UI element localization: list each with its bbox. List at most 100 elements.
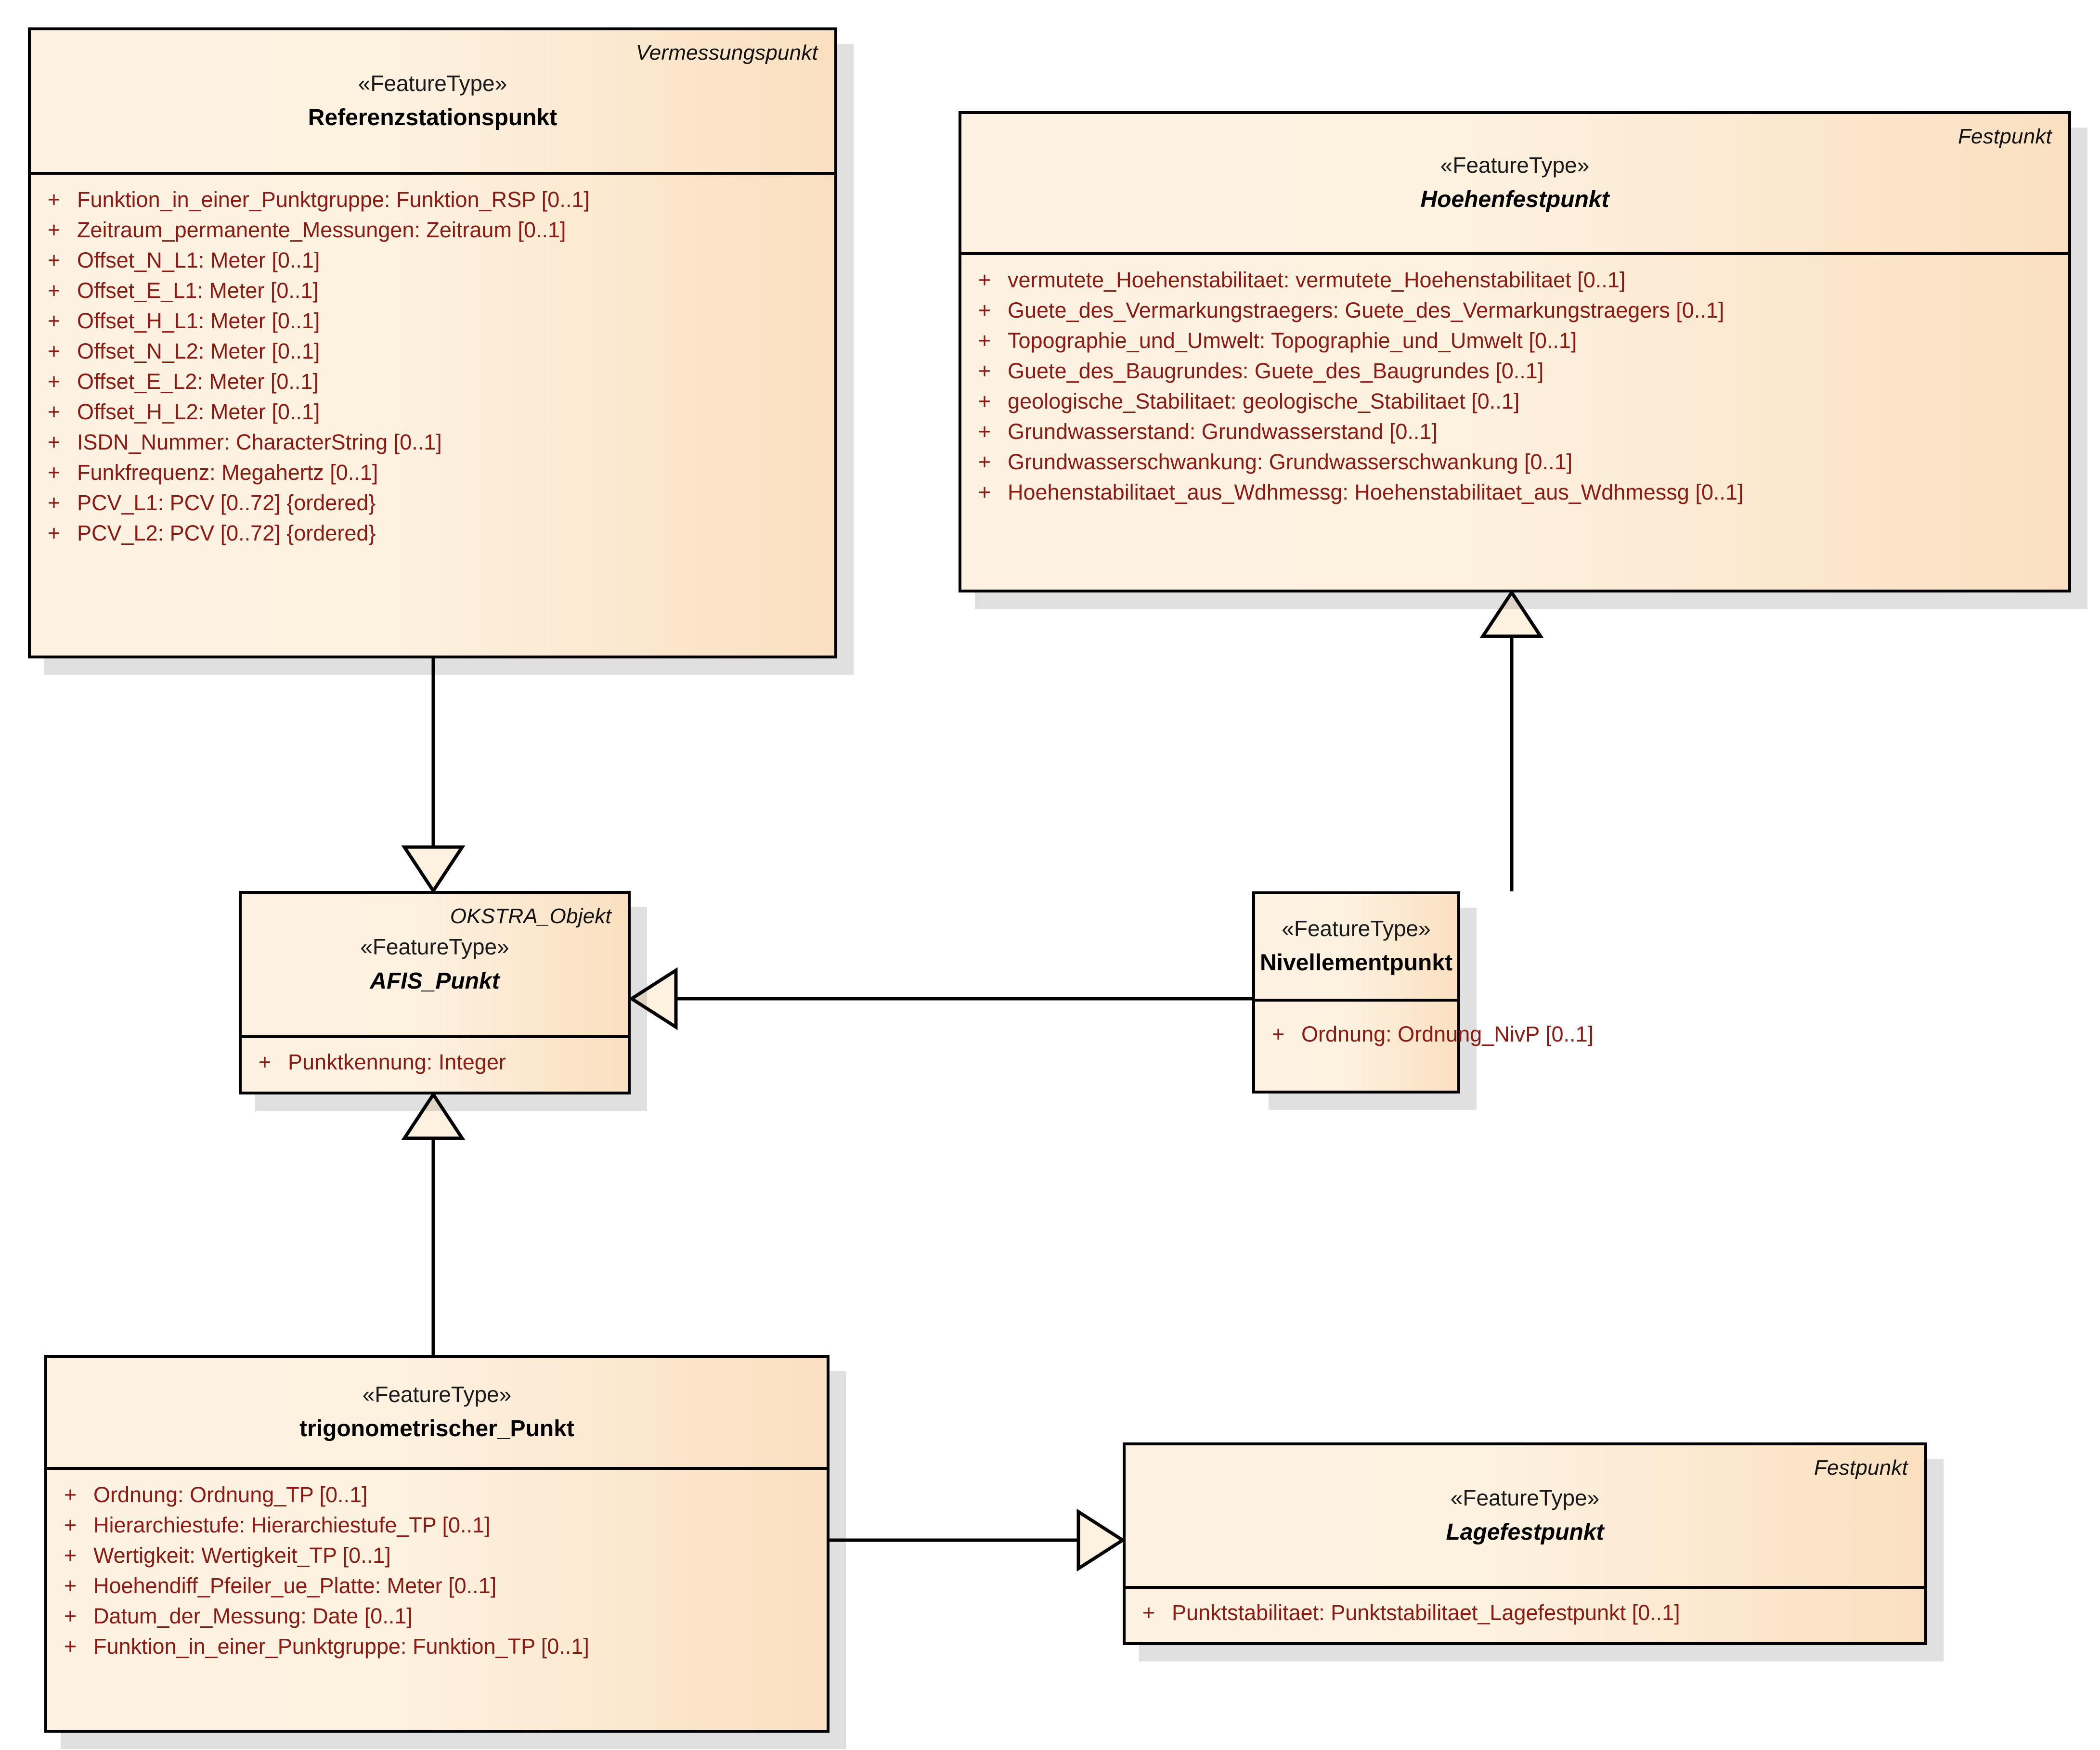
attribute-visibility: + <box>978 298 991 322</box>
attribute-row: + Hierarchiestufe: Hierarchiestufe_TP [0… <box>47 1510 827 1540</box>
attribute-row: + Topographie_und_Umwelt: Topographie_un… <box>961 325 2068 356</box>
attribute-visibility: + <box>64 1604 77 1628</box>
package-label-referenzstationspunkt: Vermessungspunkt <box>635 41 818 64</box>
attribute-row: + Grundwasserstand: Grundwasserstand [0.… <box>961 416 2068 447</box>
attribute-visibility: + <box>64 1482 77 1507</box>
attribute-signature: Funktion_in_einer_Punktgruppe: Funktion_… <box>93 1634 589 1659</box>
package-label-afis-punkt: OKSTRA_Objekt <box>450 904 611 928</box>
attribute-signature: PCV_L2: PCV [0..72] {ordered} <box>77 521 376 545</box>
attribute-visibility: + <box>47 490 61 515</box>
attribute-visibility: + <box>47 399 61 424</box>
generalization-trigonometrischer-punkt-afis-punkt[interactable] <box>401 1091 466 1355</box>
attribute-visibility: + <box>47 248 61 272</box>
attribute-row: + Guete_des_Baugrundes: Guete_des_Baugru… <box>961 356 2068 386</box>
class-header-trigonometrischer-punkt: «FeatureType» trigonometrischer_Punkt <box>47 1358 827 1470</box>
attribute-signature: ISDN_Nummer: CharacterString [0..1] <box>77 430 442 454</box>
attribute-signature: Offset_H_L1: Meter [0..1] <box>77 309 320 333</box>
attribute-row: + Grundwasserschwankung: Grundwasserschw… <box>961 447 2068 477</box>
attribute-signature: Punktstabilitaet: Punktstabilitaet_Lagef… <box>1172 1600 1680 1625</box>
class-header-referenzstationspunkt: Vermessungspunkt «FeatureType» Referenzs… <box>31 30 834 175</box>
attribute-row: + Offset_H_L1: Meter [0..1] <box>31 306 834 336</box>
attribute-signature: Funkfrequenz: Megahertz [0..1] <box>77 460 378 485</box>
attribute-visibility: + <box>64 1573 77 1598</box>
attribute-row: + Punktkennung: Integer <box>242 1047 628 1077</box>
attribute-visibility: + <box>64 1634 77 1659</box>
attribute-signature: Ordnung: Ordnung_TP [0..1] <box>93 1482 368 1507</box>
attribute-visibility: + <box>258 1050 272 1074</box>
attribute-row: + Datum_der_Messung: Date [0..1] <box>47 1601 827 1631</box>
attribute-compartment-nivellementpunkt: + Ordnung: Ordnung_NivP [0..1] <box>1255 1002 1594 1059</box>
attribute-signature: Offset_H_L2: Meter [0..1] <box>77 399 320 424</box>
attribute-compartment-hoehenfestpunkt: + vermutete_Hoehenstabilitaet: vermutete… <box>961 255 2068 517</box>
class-name-nivellementpunkt: Nivellementpunkt <box>1259 950 1453 976</box>
class-header-lagefestpunkt: Festpunkt «FeatureType» Lagefestpunkt <box>1126 1445 1924 1589</box>
attribute-row: + Offset_N_L2: Meter [0..1] <box>31 336 834 366</box>
attribute-row: + Offset_E_L2: Meter [0..1] <box>31 366 834 397</box>
attribute-signature: Grundwasserstand: Grundwasserstand [0..1… <box>1008 419 1438 444</box>
attribute-signature: Funktion_in_einer_Punktgruppe: Funktion_… <box>77 187 590 212</box>
class-lagefestpunkt[interactable]: Festpunkt «FeatureType» Lagefestpunkt + … <box>1123 1442 1927 1645</box>
class-header-afis-punkt: OKSTRA_Objekt «FeatureType» AFIS_Punkt <box>242 894 628 1038</box>
attribute-visibility: + <box>978 328 991 353</box>
attribute-visibility: + <box>47 460 61 485</box>
attribute-signature: PCV_L1: PCV [0..72] {ordered} <box>77 490 376 515</box>
attribute-row: + Funktion_in_einer_Punktgruppe: Funktio… <box>31 184 834 215</box>
class-header-hoehenfestpunkt: Festpunkt «FeatureType» Hoehenfestpunkt <box>961 114 2068 255</box>
stereotype-hoehenfestpunkt: «FeatureType» <box>1440 153 1590 178</box>
attribute-row: + Zeitraum_permanente_Messungen: Zeitrau… <box>31 215 834 245</box>
attribute-visibility: + <box>47 309 61 333</box>
attribute-row: + Funkfrequenz: Megahertz [0..1] <box>31 457 834 488</box>
attribute-row: + Offset_H_L2: Meter [0..1] <box>31 397 834 427</box>
class-name-afis-punkt: AFIS_Punkt <box>370 968 500 994</box>
association-trigonometrischer-punkt-lagefestpunkt[interactable] <box>830 1508 1126 1572</box>
attribute-visibility: + <box>978 419 991 444</box>
attribute-visibility: + <box>1271 1022 1285 1046</box>
class-nivellementpunkt[interactable]: «FeatureType» Nivellementpunkt + Ordnung… <box>1252 891 1594 1094</box>
attribute-row: + geologische_Stabilitaet: geologische_S… <box>961 386 2068 416</box>
attribute-signature: Offset_E_L1: Meter [0..1] <box>77 278 319 303</box>
attribute-row: + Hoehenstabilitaet_aus_Wdhmessg: Hoehen… <box>961 477 2068 507</box>
attribute-row: + Hoehendiff_Pfeiler_ue_Platte: Meter [0… <box>47 1570 827 1601</box>
class-afis-punkt[interactable]: OKSTRA_Objekt «FeatureType» AFIS_Punkt +… <box>239 891 631 1094</box>
attribute-signature: Offset_N_L1: Meter [0..1] <box>77 248 320 272</box>
stereotype-afis-punkt: «FeatureType» <box>360 934 509 959</box>
attribute-compartment-afis-punkt: + Punktkennung: Integer <box>242 1038 628 1087</box>
attribute-visibility: + <box>1142 1600 1155 1625</box>
attribute-visibility: + <box>47 430 61 454</box>
generalization-nivellementpunkt-afis-punkt[interactable] <box>628 967 1252 1030</box>
stereotype-trigonometrischer-punkt: «FeatureType» <box>362 1382 512 1407</box>
attribute-signature: Guete_des_Vermarkungstraegers: Guete_des… <box>1008 298 1724 322</box>
attribute-compartment-trigonometrischer-punkt: + Ordnung: Ordnung_TP [0..1] + Hierarchi… <box>47 1470 827 1671</box>
attribute-row: + Wertigkeit: Wertigkeit_TP [0..1] <box>47 1540 827 1570</box>
attribute-row: + PCV_L2: PCV [0..72] {ordered} <box>31 518 834 548</box>
attribute-row: + PCV_L1: PCV [0..72] {ordered} <box>31 488 834 518</box>
class-hoehenfestpunkt[interactable]: Festpunkt «FeatureType» Hoehenfestpunkt … <box>959 111 2071 592</box>
attribute-signature: Topographie_und_Umwelt: Topographie_und_… <box>1008 328 1577 353</box>
attribute-signature: Ordnung: Ordnung_NivP [0..1] <box>1301 1022 1594 1046</box>
attribute-signature: Guete_des_Baugrundes: Guete_des_Baugrund… <box>1008 359 1544 383</box>
generalization-referenzstationspunkt-afis-punkt[interactable] <box>401 658 466 894</box>
attribute-row: + Guete_des_Vermarkungstraegers: Guete_d… <box>961 295 2068 325</box>
stereotype-referenzstationspunkt: «FeatureType» <box>358 70 507 96</box>
class-trigonometrischer-punkt[interactable]: «FeatureType» trigonometrischer_Punkt + … <box>44 1355 830 1733</box>
stereotype-lagefestpunkt: «FeatureType» <box>1450 1485 1600 1510</box>
attribute-row: + Funktion_in_einer_Punktgruppe: Funktio… <box>47 1631 827 1661</box>
class-name-lagefestpunkt: Lagefestpunkt <box>1446 1519 1604 1545</box>
attribute-visibility: + <box>47 278 61 303</box>
generalization-nivellementpunkt-hoehenfestpunkt[interactable] <box>1479 589 1544 891</box>
package-label-hoehenfestpunkt: Festpunkt <box>1957 125 2052 148</box>
attribute-row: + vermutete_Hoehenstabilitaet: vermutete… <box>961 265 2068 295</box>
attribute-row: + Ordnung: Ordnung_NivP [0..1] <box>1255 1019 1594 1049</box>
class-referenzstationspunkt[interactable]: Vermessungspunkt «FeatureType» Referenzs… <box>28 27 837 658</box>
attribute-signature: Hoehendiff_Pfeiler_ue_Platte: Meter [0..… <box>93 1573 497 1598</box>
attribute-row: + Ordnung: Ordnung_TP [0..1] <box>47 1480 827 1510</box>
attribute-visibility: + <box>47 187 61 212</box>
attribute-signature: Datum_der_Messung: Date [0..1] <box>93 1604 413 1628</box>
class-name-trigonometrischer-punkt: trigonometrischer_Punkt <box>299 1416 574 1442</box>
attribute-visibility: + <box>64 1513 77 1537</box>
attribute-signature: Wertigkeit: Wertigkeit_TP [0..1] <box>93 1543 391 1568</box>
attribute-visibility: + <box>978 268 991 292</box>
attribute-signature: Offset_E_L2: Meter [0..1] <box>77 369 319 394</box>
attribute-visibility: + <box>64 1543 77 1568</box>
attribute-signature: Zeitraum_permanente_Messungen: Zeitraum … <box>77 218 566 242</box>
